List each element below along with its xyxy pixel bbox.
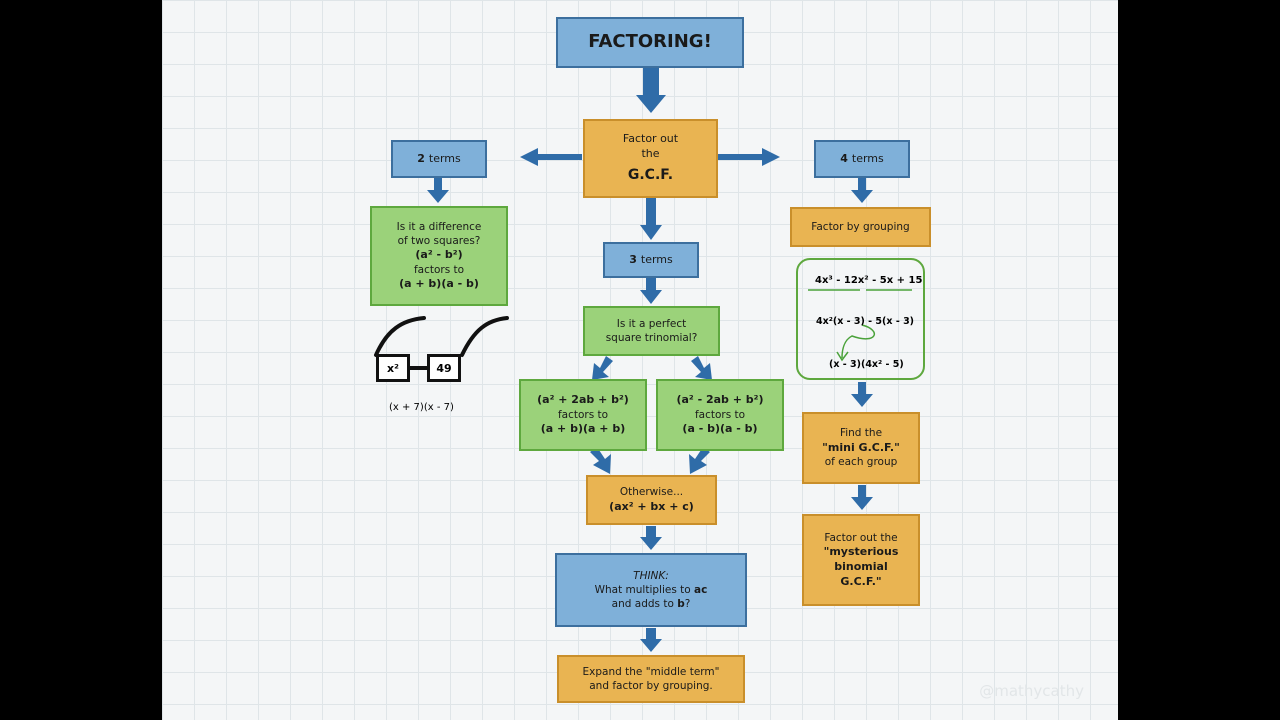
myst-line4: G.C.F."	[840, 574, 882, 588]
grouping-example-box	[796, 258, 925, 380]
glasses-right-temple	[460, 316, 509, 357]
ps-question-2: square trinomial?	[605, 332, 698, 344]
dos-formula: (a² - b²)	[415, 248, 463, 262]
expand-line2: and factor by grouping.	[589, 680, 713, 692]
think-box: THINK: What multiplies to ac and adds to…	[555, 553, 747, 627]
glasses-right-text: 49	[436, 361, 452, 375]
expand-line1: Expand the "middle term"	[582, 665, 720, 678]
example-curve-arrowhead	[836, 351, 849, 362]
think-line2b: ac	[694, 583, 708, 596]
three-terms-box: 3 terms	[603, 242, 699, 278]
think-line3b: b	[677, 598, 685, 611]
arrow-otherwise-to-think	[640, 526, 662, 550]
ps-question-1: Is it a perfect	[616, 317, 687, 330]
gcf-line1: Factor out	[622, 132, 679, 146]
dos-result: (a + b)(a - b)	[399, 277, 479, 291]
gcf-box: Factor out the G.C.F.	[583, 119, 718, 198]
slide: FACTORING! Factor out the G.C.F. 2 terms…	[162, 0, 1118, 720]
glasses-left-temple	[374, 316, 426, 357]
psp-factors-to: factors to	[557, 408, 609, 421]
mini-line2: "mini G.C.F."	[822, 440, 900, 454]
arrows-layer	[374, 68, 912, 652]
think-line3: and adds to b?	[612, 597, 691, 611]
psm-result: (a - b)(a - b)	[682, 422, 758, 436]
two-terms-box: 2 terms	[391, 140, 487, 178]
perfect-square-plus-box: (a² + 2ab + b²) factors to (a + b)(a + b…	[519, 379, 647, 451]
arrow-question-to-left	[592, 356, 613, 380]
arrow-2terms-to-question	[427, 178, 449, 203]
grouping-text: Factor by grouping	[811, 220, 910, 233]
three-terms-word: terms	[640, 252, 673, 266]
glasses-left-lens: x²	[376, 354, 410, 382]
two-terms-num: 2	[417, 151, 425, 165]
psp-result: (a + b)(a + b)	[540, 422, 626, 436]
psp-formula: (a² + 2ab + b²)	[537, 393, 629, 407]
arrow-left-to-otherwise	[590, 447, 611, 474]
myst-line3: binomial	[834, 559, 888, 573]
arrow-gcf-to-3terms	[640, 198, 662, 240]
mini-gcf-box: Find the "mini G.C.F." of each group	[802, 412, 920, 484]
four-terms-box: 4 terms	[814, 140, 910, 178]
mysterious-gcf-box: Factor out the "mysterious binomial G.C.…	[802, 514, 920, 606]
title-box: FACTORING!	[556, 17, 744, 68]
perfect-square-question-box: Is it a perfect square trinomial?	[583, 306, 720, 356]
four-terms-num: 4	[840, 151, 848, 165]
psm-formula: (a² - 2ab + b²)	[676, 393, 764, 407]
example-line2: 4x²(x - 3) - 5(x - 3)	[816, 316, 915, 327]
gcf-line2: the	[641, 147, 660, 161]
myst-line1: Factor out the	[824, 531, 898, 544]
glasses-result: (x + 7)(x - 7)	[389, 402, 454, 413]
mini-line3: of each group	[824, 456, 898, 469]
difference-of-squares-box: Is it a difference of two squares? (a² -…	[370, 206, 508, 306]
arrow-title-to-gcf	[636, 68, 666, 113]
grouping-box: Factor by grouping	[790, 207, 931, 247]
gcf-line3: G.C.F.	[627, 166, 674, 183]
two-terms-word: terms	[428, 151, 461, 165]
example-curve-arrow	[841, 324, 875, 359]
psm-factors-to: factors to	[694, 408, 746, 421]
example-line1: 4x³ - 12x² - 5x + 15	[815, 275, 923, 286]
think-line2a: What multiplies to	[594, 583, 695, 596]
arrow-3terms-to-question	[640, 278, 662, 304]
perfect-square-minus-box: (a² - 2ab + b²) factors to (a - b)(a - b…	[656, 379, 784, 451]
think-label: THINK:	[633, 569, 669, 582]
arrow-mini-to-mysterious	[851, 485, 873, 510]
watermark: @mathycathy	[979, 682, 1084, 700]
four-terms-word: terms	[851, 151, 884, 165]
mini-line1: Find the	[839, 427, 883, 440]
think-line2: What multiplies to ac	[595, 583, 708, 597]
arrow-right-to-otherwise	[689, 447, 710, 474]
dos-question-2: of two squares?	[397, 235, 481, 248]
glasses-left-text: x²	[387, 361, 399, 375]
arrow-think-to-expand	[640, 628, 662, 652]
dos-question-1: Is it a difference	[396, 220, 482, 233]
arrow-question-to-right	[691, 356, 712, 380]
title-text: FACTORING!	[588, 31, 712, 53]
glasses-right-lens: 49	[427, 354, 461, 382]
arrow-4terms-to-grouping	[851, 178, 873, 203]
otherwise-box: Otherwise... (ax² + bx + c)	[586, 475, 717, 525]
myst-line2: "mysterious	[823, 544, 899, 558]
think-line3a: and adds to	[611, 598, 678, 611]
three-terms-num: 3	[629, 252, 637, 266]
otherwise-formula: (ax² + bx + c)	[609, 499, 694, 513]
dos-factors-to: factors to	[413, 264, 465, 277]
think-line3c: ?	[684, 598, 691, 611]
example-line3: (x - 3)(4x² - 5)	[829, 359, 904, 370]
expand-box: Expand the "middle term" and factor by g…	[557, 655, 745, 703]
arrow-gcf-to-4terms	[718, 148, 780, 166]
otherwise-text: Otherwise...	[619, 486, 684, 499]
arrow-gcf-to-2terms	[520, 148, 582, 166]
arrow-example-to-mini	[851, 382, 873, 407]
